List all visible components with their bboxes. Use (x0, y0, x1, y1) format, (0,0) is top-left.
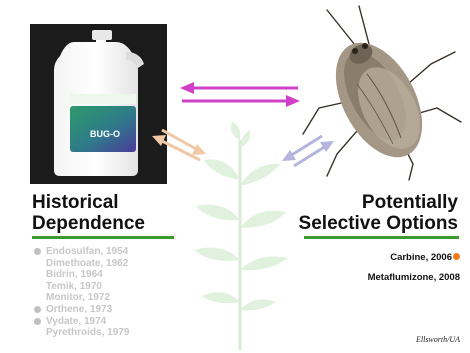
historical-list: Endosulfan, 1954 Dimethoate, 1962 Bidrin… (34, 246, 129, 339)
selective-heading: Potentially Selective Options (299, 192, 458, 234)
cotton-plant-image (194, 122, 288, 350)
list-item-text: Orthene, 1973 (46, 303, 113, 315)
bullet-icon (34, 305, 41, 313)
list-item: Carbine, 2006 (368, 248, 460, 268)
list-item: Temik, 1970 (34, 281, 129, 293)
list-item-text: Endosulfan, 1954 (46, 246, 129, 257)
magenta-arrow-left (180, 82, 298, 94)
list-item: Vydate, 1974 (34, 316, 129, 328)
list-item-text: Metaflumizone, 2008 (367, 272, 460, 283)
credit-text: Ellsworth/UA (415, 335, 460, 344)
list-item: Orthene, 1973 (34, 304, 129, 316)
list-item-text: Monitor, 1972 (46, 292, 110, 304)
bullet-icon (34, 317, 41, 325)
historical-heading-line2: Dependence (32, 213, 145, 234)
historical-heading: Historical Dependence (32, 192, 145, 234)
product-label: BUG-O (90, 129, 120, 139)
selective-heading-line1: Potentially (361, 192, 458, 213)
list-item-text: Vydate, 1974 (46, 315, 107, 327)
list-item: Pyrethroids, 1979 (34, 327, 129, 339)
orange-bullet-icon (453, 253, 460, 260)
list-item-text: Bidrin, 1964 (46, 269, 103, 281)
insecticide-jug-image: BUG-O (30, 24, 167, 184)
magenta-arrow-right (182, 95, 300, 107)
selective-heading-line2: Selective Options (298, 213, 458, 234)
list-item-text: Dimethoate, 1962 (46, 257, 129, 269)
historical-heading-line1: Historical (32, 192, 119, 213)
list-item: Endosulfan, 1954 (34, 246, 129, 258)
list-item-text: Carbine, 2006 (390, 252, 452, 263)
list-item: Monitor, 1972 (34, 292, 129, 304)
plant-bug-image (302, 5, 462, 181)
list-item-text: Pyrethroids, 1979 (46, 327, 130, 339)
list-item-text: Temik, 1970 (46, 280, 102, 292)
list-item: Dimethoate, 1962 (34, 258, 129, 270)
list-item: Bidrin, 1964 (34, 269, 129, 281)
bullet-icon (34, 248, 41, 255)
selective-rule (304, 236, 459, 239)
selective-list: Carbine, 2006 Metaflumizone, 2008 (368, 248, 460, 288)
historical-rule (32, 236, 174, 239)
list-item: Metaflumizone, 2008 (368, 268, 460, 288)
